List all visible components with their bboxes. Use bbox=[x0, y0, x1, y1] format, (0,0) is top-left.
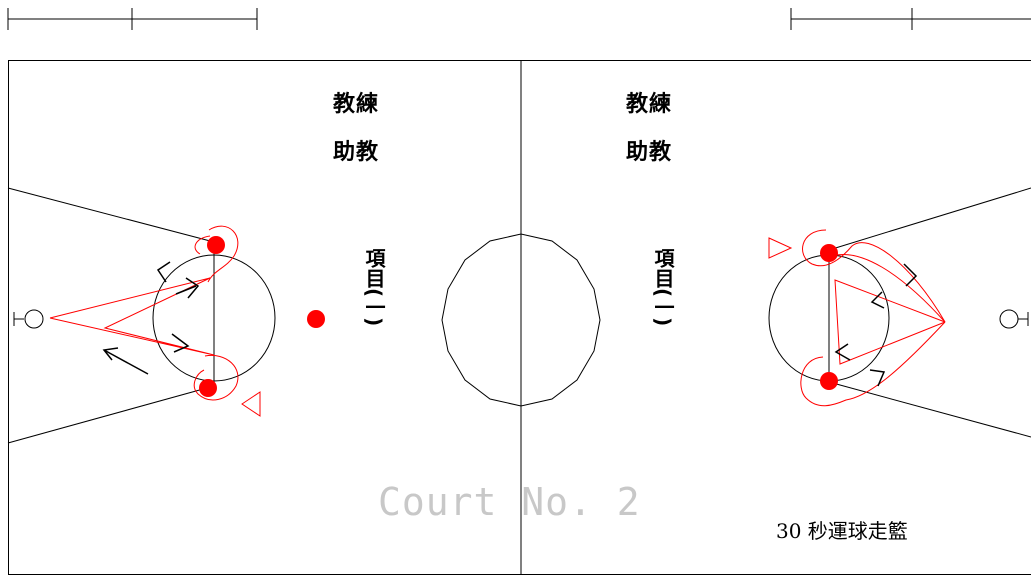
player-dot bbox=[820, 372, 838, 390]
court-number-watermark: Court No. 2 bbox=[378, 480, 641, 524]
assistant-label-right: 助教 bbox=[626, 140, 673, 165]
center-circle bbox=[441, 233, 601, 407]
player-markers bbox=[199, 236, 838, 397]
scale-ruler-left bbox=[7, 8, 258, 30]
player-dot bbox=[199, 379, 217, 397]
player-dot bbox=[307, 310, 325, 328]
right-dribble-path bbox=[800, 229, 946, 407]
cone-icon bbox=[768, 237, 793, 259]
scale-ruler-right bbox=[790, 8, 1031, 30]
player-dot bbox=[820, 244, 838, 262]
cone-icon bbox=[241, 391, 261, 417]
left-basket-icon bbox=[13, 309, 44, 329]
left-dribble-path bbox=[49, 225, 239, 401]
coach-label-right: 教練 bbox=[626, 92, 673, 117]
coach-label-left: 教練 bbox=[333, 92, 380, 117]
player-dot bbox=[207, 236, 225, 254]
item-label-left: 項目(一) bbox=[362, 248, 386, 327]
item-label-right: 項目(一) bbox=[651, 248, 675, 327]
left-key-lines bbox=[7, 187, 276, 444]
right-movement-arrows bbox=[834, 263, 918, 387]
court-boundary bbox=[8, 60, 1031, 575]
cone-markers bbox=[241, 237, 793, 417]
right-basket-icon bbox=[999, 309, 1029, 329]
drill-name: 30 秒運球走籃 bbox=[776, 519, 908, 543]
assistant-label-left: 助教 bbox=[333, 140, 380, 165]
left-movement-arrows bbox=[102, 261, 200, 375]
